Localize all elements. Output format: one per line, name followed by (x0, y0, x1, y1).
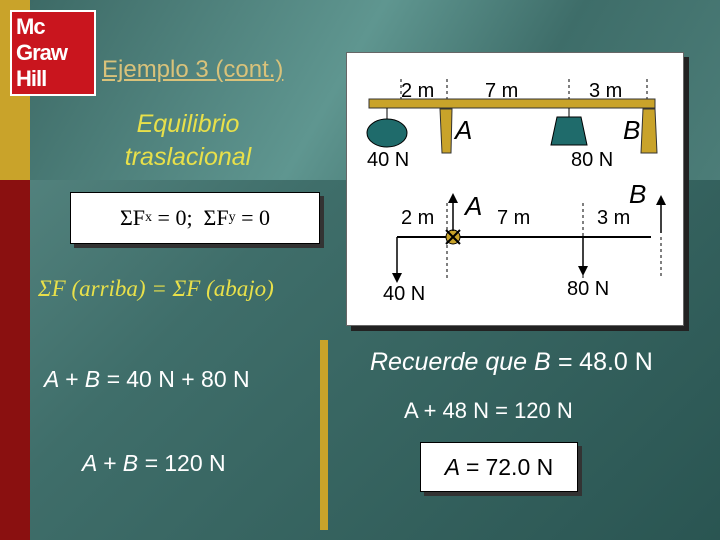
divider-bar (320, 340, 328, 530)
total-ab-equation: A + B = 120 N (82, 450, 226, 477)
arrow-80n-head (578, 266, 588, 276)
support-a-icon (439, 108, 453, 154)
logo-line-2: Graw (16, 40, 68, 65)
top-dist-3m: 3 m (589, 80, 623, 102)
answer-var: A = (444, 453, 480, 480)
eq-middle: = 0; ΣF (152, 205, 229, 230)
up-equals-down-equation: ΣF (arriba) = ΣF (abajo) (38, 276, 274, 301)
answer-box: A = 72.0 N (420, 442, 578, 492)
top-weight-40n: 40 N (367, 149, 410, 171)
slide-subtitle: Equilibrio traslacional (124, 110, 252, 171)
substitution-step: A + 48 N = 120 N (404, 398, 573, 423)
fbd-dist-3m: 3 m (597, 207, 631, 229)
left-weight-icon (366, 118, 408, 148)
logo-line-3: Hill (16, 66, 47, 91)
arrow-b-head (656, 195, 666, 205)
sum-ab-var: A + B = (44, 366, 120, 392)
logo-line-1: Mc (16, 14, 46, 39)
total-ab-rest: 120 N (157, 450, 226, 476)
eq-end: = 0 (235, 205, 271, 230)
sub-x: x (145, 210, 153, 225)
top-weight-80n: 80 N (571, 149, 614, 171)
slide-title[interactable]: Ejemplo 3 (cont.) (102, 56, 284, 83)
sub-y: y (228, 210, 236, 225)
sigma-fx: ΣF (119, 205, 146, 230)
top-label-a: A (455, 115, 473, 145)
arrow-a-head (448, 193, 458, 203)
reminder-text: Recuerde que B = 48.0 N (370, 348, 653, 377)
beam-diagram: 2 m 7 m 3 m 40 N A 80 N B 2 m A 7 m B 3 … (346, 52, 684, 326)
top-dist-7m: 7 m (485, 80, 519, 102)
top-label-b: B (623, 115, 641, 145)
fbd-force-80n: 80 N (567, 278, 610, 300)
fbd-dist-7m: 7 m (497, 207, 531, 229)
beam (368, 98, 656, 109)
support-b-icon (640, 108, 658, 154)
pivot-x2 (445, 229, 461, 245)
reminder-value: 48.0 N (572, 348, 653, 376)
beam-diagram-graphics (366, 79, 666, 283)
right-weight-icon (550, 116, 588, 146)
fbd-label-a: A (465, 191, 483, 221)
publisher-logo: Mc Graw Hill (10, 10, 96, 96)
reminder-label: Recuerde que B = (370, 348, 573, 376)
answer-value: 72.0 N (479, 453, 554, 480)
sum-ab-rest: 40 N + 80 N (119, 366, 250, 392)
top-dist-2m: 2 m (401, 80, 435, 102)
fbd-label-b: B (629, 179, 647, 209)
sum-ab-equation: A + B = 40 N + 80 N (44, 366, 250, 393)
left-accent-red (0, 180, 30, 540)
arrow-40n-head (392, 273, 402, 283)
total-ab-var: A + B = (82, 450, 158, 476)
fbd-force-40n: 40 N (383, 283, 426, 305)
fbd-dist-2m: 2 m (401, 207, 435, 229)
